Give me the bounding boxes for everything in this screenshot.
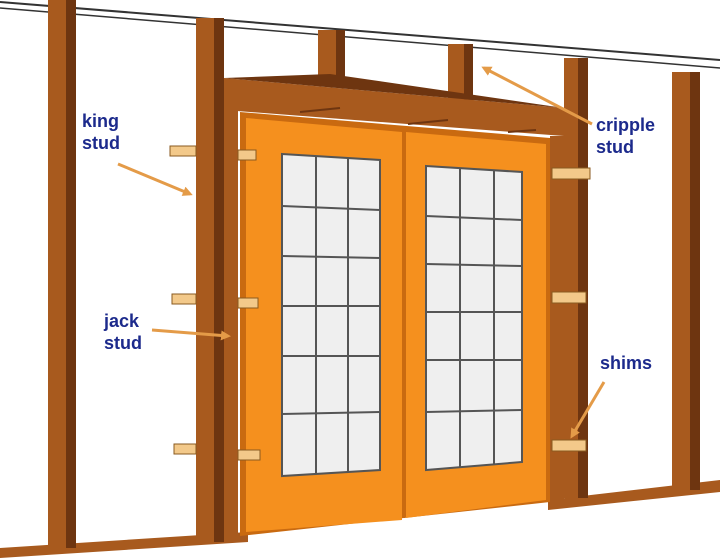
- label-cripple-stud: cripple stud: [596, 115, 656, 157]
- header: [224, 74, 564, 136]
- arrow-king-stud: [117, 162, 193, 196]
- cripple-stud-1: [318, 30, 345, 86]
- shims-right: [551, 167, 591, 452]
- king-stud-left: [196, 18, 224, 542]
- common-stud-right: [672, 72, 700, 490]
- label-shims: shims: [600, 353, 653, 373]
- label-king-stud: king stud: [82, 111, 120, 153]
- top-plate: [0, 1, 720, 69]
- label-jack-stud: jack stud: [104, 311, 142, 353]
- jack-stud-right: [550, 136, 564, 500]
- arrow-jack-stud: [151, 328, 231, 341]
- common-stud-left: [48, 0, 76, 548]
- cripple-stud-2: [448, 44, 473, 100]
- door-leaf-left: [246, 118, 402, 532]
- shims-left: [169, 145, 261, 461]
- door-leaf-right: [406, 132, 546, 518]
- arrow-cripple-stud: [481, 66, 593, 126]
- arrow-shims: [570, 381, 606, 439]
- jack-stud-left: [224, 110, 238, 538]
